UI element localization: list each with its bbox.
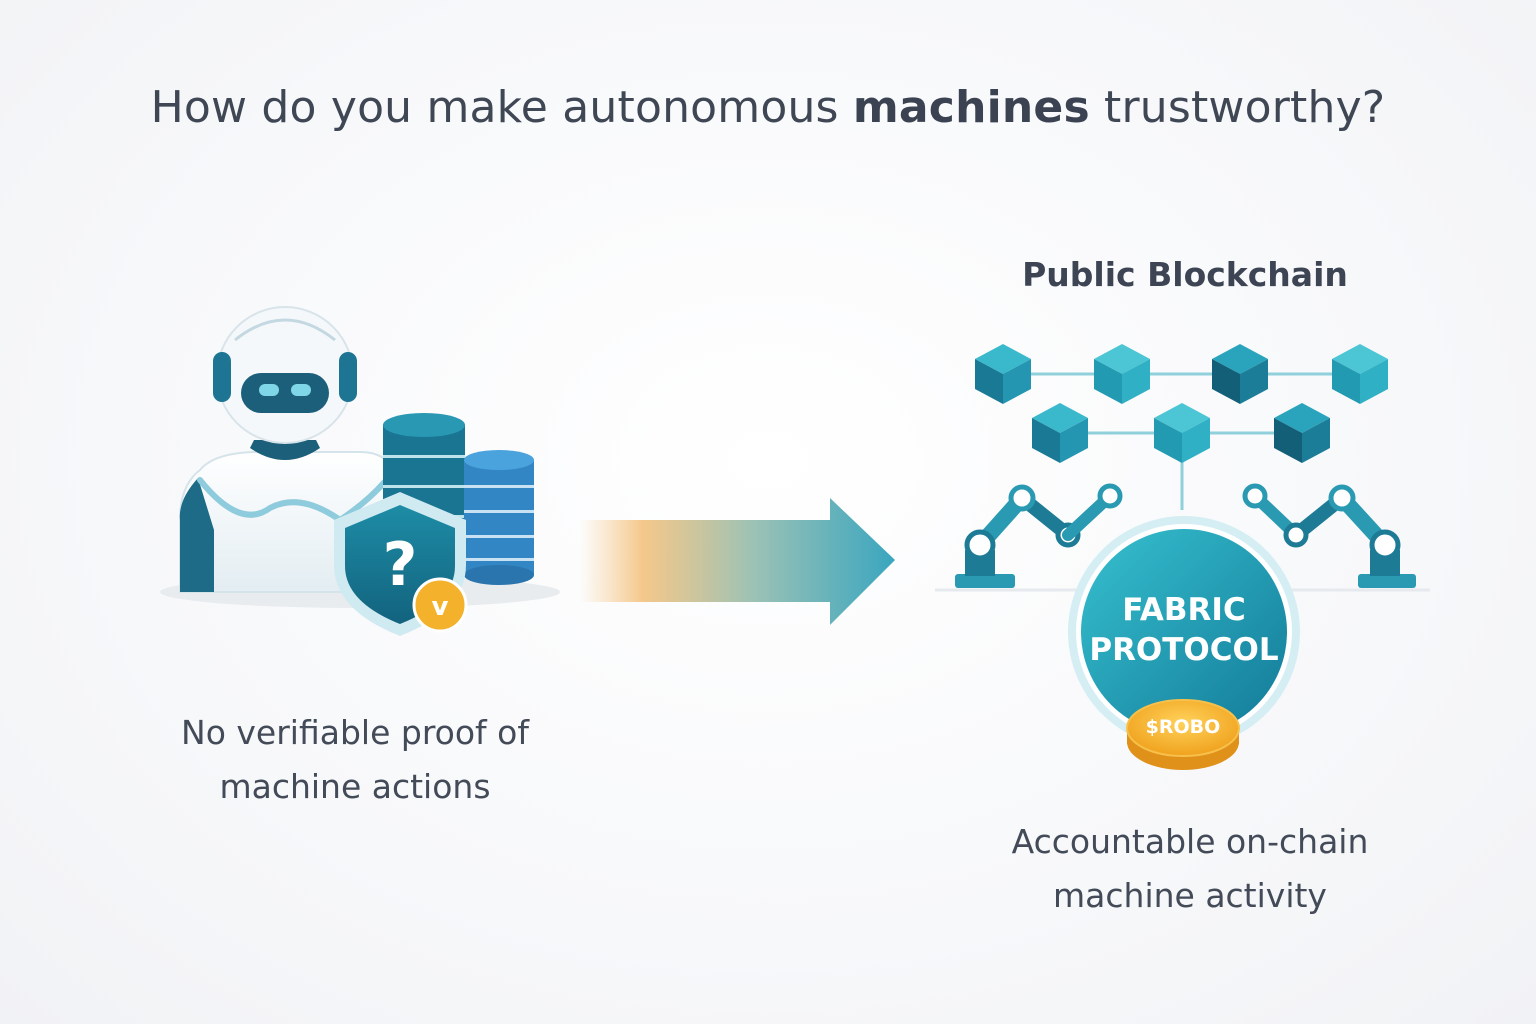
left-caption-line1: No verifiable proof of (181, 713, 529, 752)
blockchain-cube-icon (1094, 344, 1150, 404)
left-caption-line2: machine actions (219, 767, 491, 806)
headline-prefix: How do you make autonomous (150, 82, 839, 133)
headline: How do you make autonomous machines trus… (0, 82, 1536, 133)
headline-emphasis: machines (852, 82, 1090, 133)
blockchain-cube-icon (1154, 403, 1210, 463)
transition-arrow (580, 498, 895, 625)
robotic-arm-icon (955, 484, 1081, 588)
token-label: $ROBO (1145, 716, 1221, 738)
blockchain-cube-icon (1332, 344, 1388, 404)
blockchain-cube-icon (1212, 344, 1268, 404)
headline-suffix: trustworthy? (1104, 82, 1386, 133)
shield-symbol: ? (383, 530, 418, 600)
right-caption: Accountable on-chain machine activity (960, 815, 1420, 923)
right-caption-line1: Accountable on-chain (1011, 822, 1369, 861)
robotic-arm-icon (1283, 484, 1416, 588)
blockchain-cube-icon (1274, 403, 1330, 463)
blockchain-title: Public Blockchain (1022, 255, 1348, 294)
fabric-protocol-badge (1068, 516, 1300, 748)
badge-icon: v (412, 577, 468, 633)
blockchain-cube-icon (975, 344, 1031, 404)
protocol-label-line1: FABRIC (1122, 592, 1246, 628)
blockchain-cube-icon (1032, 403, 1088, 463)
coin-icon (1126, 699, 1240, 770)
badge-symbol: v (432, 592, 449, 622)
protocol-label-line2: PROTOCOL (1089, 632, 1279, 668)
right-caption-line2: machine activity (1053, 876, 1327, 915)
protocol-label: FABRIC PROTOCOL (1070, 590, 1298, 670)
robotic-arm-icon (1062, 483, 1123, 541)
left-caption: No verifiable proof of machine actions (105, 706, 605, 814)
